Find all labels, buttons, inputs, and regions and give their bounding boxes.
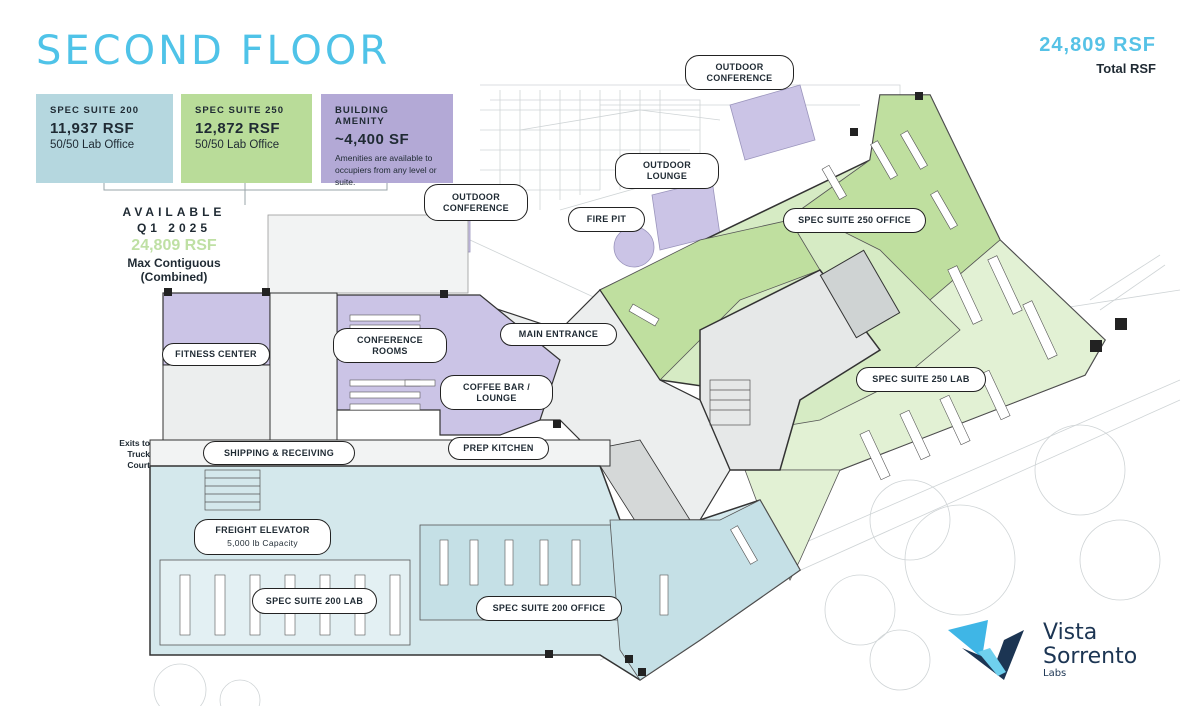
exits-label: Exits to Truck Court bbox=[119, 438, 150, 470]
label-fire-pit: FIRE PIT bbox=[568, 207, 645, 232]
available-date: Q1 2025 bbox=[136, 221, 212, 235]
logo-word-vista: Vista bbox=[1043, 620, 1098, 645]
suite-200-rsf: 11,937 RSF bbox=[50, 120, 135, 137]
stairs bbox=[204, 379, 751, 511]
total-rsf-label: Total RSF bbox=[1096, 61, 1156, 76]
suite-200-card: SPEC SUITE 200 11,937 RSF 50/50 Lab Offi… bbox=[36, 94, 173, 183]
suite-250-office-open bbox=[799, 94, 1001, 301]
label-fitness-center: FITNESS CENTER bbox=[162, 343, 270, 366]
terrace bbox=[267, 214, 469, 294]
label-outdoor-conference-top: OUTDOOR CONFERENCE bbox=[685, 55, 794, 90]
suite-250-rsf: 12,872 RSF bbox=[195, 120, 281, 137]
office-desks bbox=[439, 130, 958, 616]
freight-elevator-title: FREIGHT ELEVATOR bbox=[215, 525, 310, 535]
total-rsf: 24,809 RSF Total RSF bbox=[1039, 34, 1156, 76]
label-main-entrance: MAIN ENTRANCE bbox=[500, 323, 617, 346]
suite-250-header: SPEC SUITE 250 bbox=[195, 105, 284, 116]
outdoor-conference-pad-top bbox=[729, 84, 816, 161]
logo-word-labs: Labs bbox=[1043, 668, 1067, 679]
amenity-sf: ~4,400 SF bbox=[335, 131, 410, 148]
suite-200-sub: 50/50 Lab Office bbox=[50, 139, 135, 151]
fire-pit-pad bbox=[613, 226, 655, 268]
available-label: AVAILABLE bbox=[122, 205, 226, 219]
vista-sorrento-logo: Vista Sorrento Labs bbox=[944, 618, 1164, 688]
boh-room bbox=[162, 364, 271, 441]
label-conference-rooms: CONFERENCE ROOMS bbox=[333, 328, 447, 363]
availability-block: AVAILABLE Q1 2025 24,809 RSF Max Contigu… bbox=[106, 205, 242, 284]
columns bbox=[164, 92, 1127, 676]
label-freight-elevator: FREIGHT ELEVATOR 5,000 lb Capacity bbox=[194, 519, 331, 555]
available-combined: (Combined) bbox=[140, 270, 208, 284]
amenity-header: BUILDING AMENITY bbox=[335, 105, 389, 127]
total-rsf-value: 24,809 RSF bbox=[1039, 34, 1156, 56]
amenity-card: BUILDING AMENITY ~4,400 SF Amenities are… bbox=[321, 94, 453, 187]
label-prep-kitchen: PREP KITCHEN bbox=[448, 437, 549, 460]
freight-elevator-capacity: 5,000 lb Capacity bbox=[227, 538, 298, 548]
label-shipping-receiving: SHIPPING & RECEIVING bbox=[203, 441, 355, 465]
suite-200-header: SPEC SUITE 200 bbox=[50, 105, 139, 116]
logo-mark-icon bbox=[948, 620, 1024, 680]
label-suite-200-office: SPEC SUITE 200 OFFICE bbox=[476, 596, 622, 621]
card-connectors bbox=[103, 183, 388, 205]
label-suite-250-lab: SPEC SUITE 250 LAB bbox=[856, 367, 986, 392]
available-rsf: 24,809 RSF bbox=[131, 237, 217, 254]
available-contiguous: Max Contiguous bbox=[127, 256, 221, 270]
suite-250-sub: 50/50 Lab Office bbox=[195, 139, 280, 151]
label-coffee-bar: COFFEE BAR / LOUNGE bbox=[440, 375, 553, 410]
suite-200-office-wing bbox=[609, 499, 801, 681]
core-elevators bbox=[819, 249, 901, 339]
suite-250-card: SPEC SUITE 250 12,872 RSF 50/50 Lab Offi… bbox=[181, 94, 312, 183]
label-suite-250-office: SPEC SUITE 250 OFFICE bbox=[783, 208, 926, 233]
logo-word-sorrento: Sorrento bbox=[1043, 644, 1138, 669]
boh-corridor bbox=[269, 292, 338, 441]
label-outdoor-lounge: OUTDOOR LOUNGE bbox=[615, 153, 719, 189]
page-title: SECOND FLOOR bbox=[36, 28, 391, 74]
amenity-desc: Amenities are available to occupiers fro… bbox=[335, 153, 437, 187]
label-suite-200-lab: SPEC SUITE 200 LAB bbox=[252, 588, 377, 614]
label-outdoor-conference-left: OUTDOOR CONFERENCE bbox=[424, 184, 528, 221]
